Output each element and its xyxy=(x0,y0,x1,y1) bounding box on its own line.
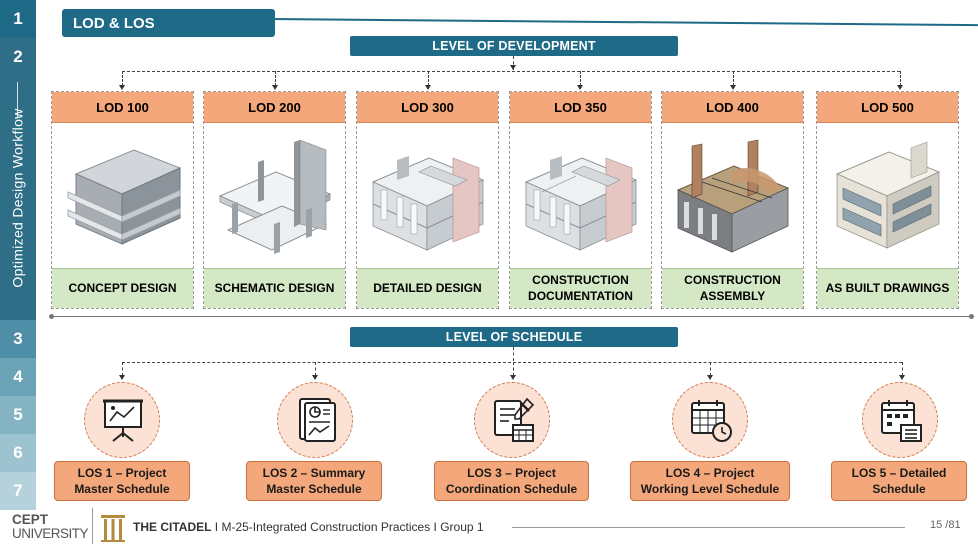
section-number-7[interactable]: 7 xyxy=(0,472,36,510)
calendar-clock-icon xyxy=(691,400,732,442)
header-rule xyxy=(269,18,978,27)
lod-level-label: LOD 200 xyxy=(204,92,345,123)
lod-level-label: LOD 100 xyxy=(52,92,193,123)
lod-level-label: LOD 500 xyxy=(817,92,958,123)
section-number-3[interactable]: 3 xyxy=(0,320,36,358)
lod-card-100: LOD 100 CONCEPT DESIGN xyxy=(51,91,194,309)
divider-endpoint xyxy=(49,314,54,319)
arrow-down-icon xyxy=(897,85,903,90)
los-2-label: LOS 2 – Summary Master Schedule xyxy=(246,461,382,501)
lod-stage-label: SCHEMATIC DESIGN xyxy=(204,268,345,308)
lod-connector-drop xyxy=(733,71,734,86)
los-connector-drop xyxy=(122,362,123,376)
arrow-down-icon xyxy=(272,85,278,90)
checklist-calendar-icon xyxy=(494,397,535,442)
presentation-board-icon xyxy=(103,399,143,442)
section-number-4[interactable]: 4 xyxy=(0,358,36,396)
lod-card-500: LOD 500 AS BUILT DRAWINGS xyxy=(816,91,959,309)
construction-assembly-icon xyxy=(676,139,790,253)
footer-title: THE CITADEL I M-25-Integrated Constructi… xyxy=(133,520,484,534)
lod-connector-line xyxy=(122,71,900,72)
section-divider xyxy=(52,316,972,317)
lod-connector-drop xyxy=(275,71,276,86)
los-3-icon-circle xyxy=(474,382,550,458)
los-5-label: LOS 5 – Detailed Schedule xyxy=(831,461,967,501)
lod-stage-label: CONCEPT DESIGN xyxy=(52,268,193,308)
report-document-icon xyxy=(299,398,336,442)
lod-card-400: LOD 400 CONSTRUCTION ASSEMBLY xyxy=(661,91,804,309)
page-title: LOD & LOS xyxy=(62,9,275,37)
arrow-down-icon xyxy=(510,65,516,70)
detailed-building-icon xyxy=(371,156,485,251)
lod-level-label: LOD 300 xyxy=(357,92,498,123)
lod-level-label: LOD 400 xyxy=(662,92,803,123)
lod-stage-label: CONSTRUCTION ASSEMBLY xyxy=(662,268,803,308)
massing-block-icon xyxy=(67,149,182,245)
los-2-icon-circle xyxy=(277,382,353,458)
arrow-down-icon xyxy=(119,85,125,90)
los-connector-drop xyxy=(315,362,316,376)
los-4-icon-circle xyxy=(672,382,748,458)
arrow-down-icon xyxy=(510,375,516,380)
lod-card-200: LOD 200 SCHEMATIC DESIGN xyxy=(203,91,346,309)
arrow-down-icon xyxy=(577,85,583,90)
lod-connector-drop xyxy=(900,71,901,86)
lod-card-350: LOD 350 CONSTRUCTION DOCUMENTATION xyxy=(509,91,652,309)
sidebar-section-title: Optimized Design Workflow xyxy=(10,108,26,288)
lod-stage-label: AS BUILT DRAWINGS xyxy=(817,268,958,308)
section-number-2[interactable]: 2 xyxy=(0,38,36,76)
los-connector-drop xyxy=(902,362,903,376)
lod-card-300: LOD 300 DETAILED DESIGN xyxy=(356,91,499,309)
section-number-1[interactable]: 1 xyxy=(0,0,36,38)
citadel-logo-icon xyxy=(101,515,125,542)
lod-stage-label: CONSTRUCTION DOCUMENTATION xyxy=(510,268,651,308)
divider-endpoint xyxy=(969,314,974,319)
construction-docs-building-icon xyxy=(524,156,638,251)
sidebar-active-band xyxy=(0,76,36,320)
page-number: 15 /81 xyxy=(930,519,961,531)
structural-frame-icon xyxy=(218,139,332,254)
footer-rule xyxy=(512,527,905,528)
los-connector-stem xyxy=(513,347,514,361)
los-banner: LEVEL OF SCHEDULE xyxy=(350,327,678,347)
los-4-label: LOS 4 – Project Working Level Schedule xyxy=(630,461,790,501)
arrow-down-icon xyxy=(312,375,318,380)
lod-connector-drop xyxy=(428,71,429,86)
arrow-down-icon xyxy=(707,375,713,380)
finished-building-icon xyxy=(835,141,941,249)
footer-separator xyxy=(92,508,93,544)
los-connector-drop xyxy=(513,362,514,376)
arrow-down-icon xyxy=(425,85,431,90)
lod-connector-drop xyxy=(122,71,123,86)
section-number-5[interactable]: 5 xyxy=(0,396,36,434)
lod-connector-drop xyxy=(580,71,581,86)
calendar-list-icon xyxy=(881,400,922,442)
section-sidebar: 1 2 Optimized Design Workflow 3 4 5 6 7 xyxy=(0,0,36,510)
lod-connector-stem xyxy=(513,56,514,70)
lod-stage-label: DETAILED DESIGN xyxy=(357,268,498,308)
sidebar-divider xyxy=(17,82,18,118)
arrow-down-icon xyxy=(899,375,905,380)
arrow-down-icon xyxy=(119,375,125,380)
lod-banner: LEVEL OF DEVELOPMENT xyxy=(350,36,678,56)
section-number-6[interactable]: 6 xyxy=(0,434,36,472)
los-1-label: LOS 1 – Project Master Schedule xyxy=(54,461,190,501)
los-connector-line xyxy=(122,362,902,363)
arrow-down-icon xyxy=(730,85,736,90)
cept-university-logo: CEPT UNIVERSITY xyxy=(12,512,89,541)
los-5-icon-circle xyxy=(862,382,938,458)
los-3-label: LOS 3 – Project Coordination Schedule xyxy=(434,461,589,501)
los-connector-drop xyxy=(710,362,711,376)
lod-level-label: LOD 350 xyxy=(510,92,651,123)
los-1-icon-circle xyxy=(84,382,160,458)
